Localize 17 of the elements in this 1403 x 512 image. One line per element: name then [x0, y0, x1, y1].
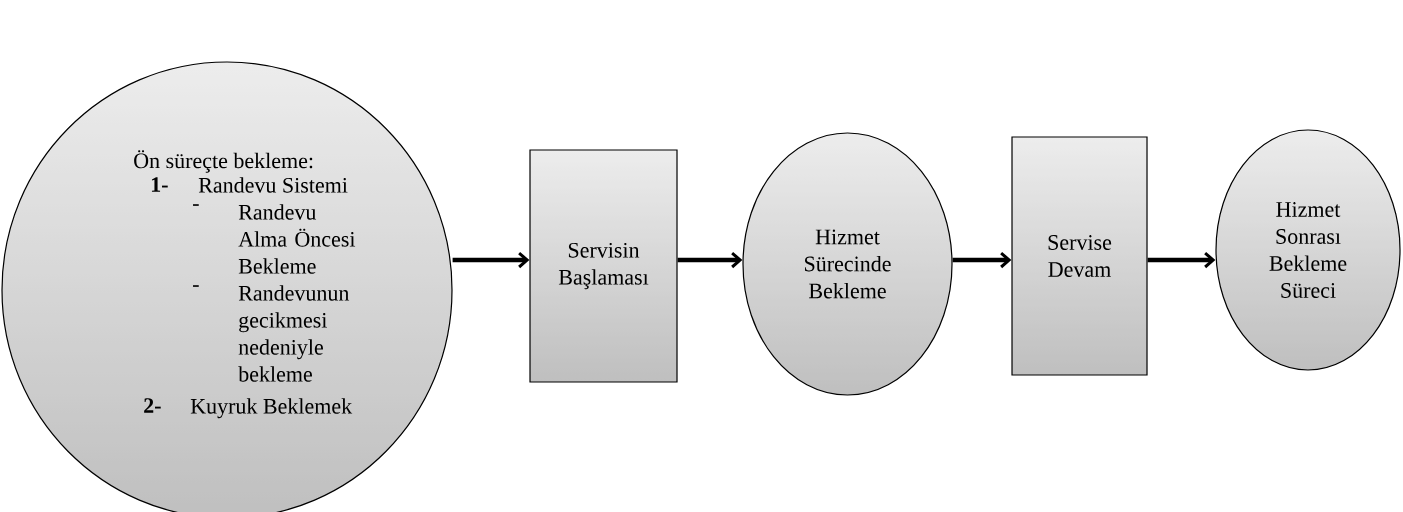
list-text: - [193, 204, 199, 206]
list-text: 1- [151, 177, 168, 192]
arrow [1147, 251, 1216, 269]
list-text: 2- [144, 398, 161, 413]
ellipse-node: Hizmet Sonrası Bekleme Süreci [1215, 129, 1401, 371]
list-text: Randevunun gecikmesi nedeniyle bekleme [238, 285, 350, 382]
arrow [952, 251, 1012, 269]
list-text: Randevu Sistemi [198, 177, 348, 193]
ellipse-node: Hizmet Sürecinde Bekleme [742, 132, 953, 396]
arrow [452, 251, 530, 269]
process-box: Servise Devam [1011, 136, 1148, 376]
list-text: Kuyruk Beklemek [190, 398, 353, 419]
list-text: Randevu Alma Öncesi Bekleme [238, 204, 356, 274]
list-text: - [193, 285, 199, 287]
list-text: Ön süreçte bekleme: [134, 150, 313, 173]
process-box: Servisin Başlaması [529, 149, 678, 383]
arrow [677, 251, 743, 269]
